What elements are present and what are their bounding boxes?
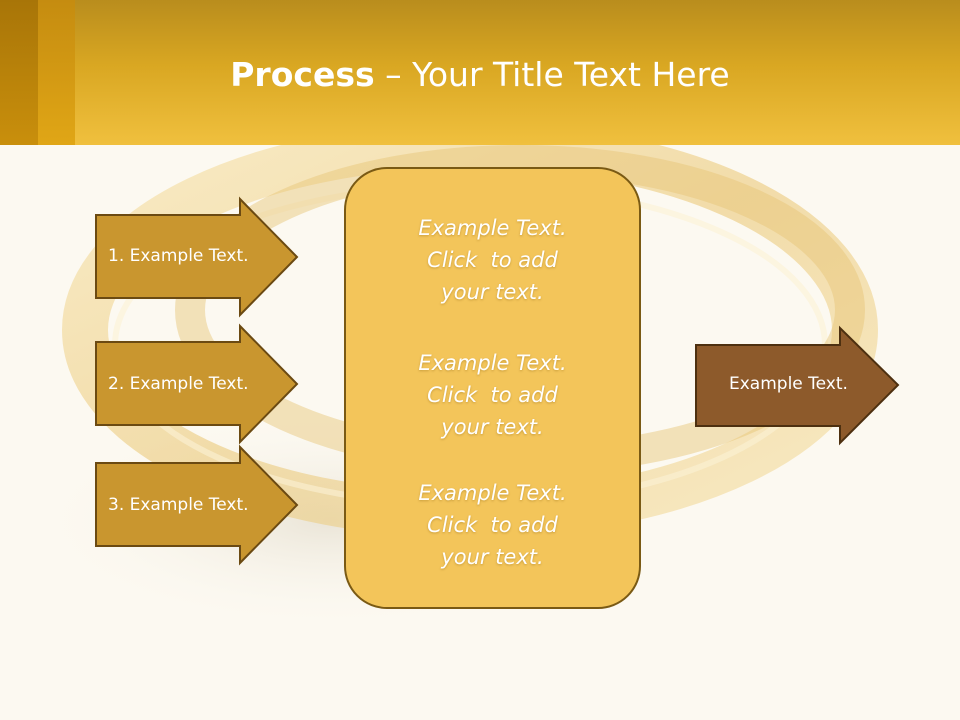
center-text-line: Click to add: [427, 513, 558, 537]
center-text-block-3: Example Text. Click to add your text.: [345, 477, 640, 573]
arrow-label-1: 1. Example Text.: [108, 246, 249, 266]
title-bold: Process: [230, 55, 375, 94]
center-box-shape[interactable]: [344, 167, 641, 609]
center-text-line: your text.: [441, 545, 544, 569]
center-text-line: your text.: [441, 415, 544, 439]
center-text-line: Click to add: [427, 383, 558, 407]
center-text-line: Example Text.: [418, 216, 567, 240]
title-bar: Process – Your Title Text Here: [0, 0, 960, 145]
center-text-line: Example Text.: [418, 351, 567, 375]
arrow-shape-1[interactable]: [95, 196, 299, 318]
slide-title[interactable]: Process – Your Title Text Here: [0, 50, 960, 100]
arrow-shape-2[interactable]: [95, 323, 299, 445]
arrow-shape-3[interactable]: [95, 444, 299, 566]
center-text-line: your text.: [441, 280, 544, 304]
center-text-line: Example Text.: [418, 481, 567, 505]
center-text-block-2: Example Text. Click to add your text.: [345, 347, 640, 443]
right-arrow-label: Example Text.: [729, 374, 848, 394]
arrow-label-2: 2. Example Text.: [108, 374, 249, 394]
header-accent-strip: [0, 0, 38, 145]
center-text-line: Click to add: [427, 248, 558, 272]
arrow-label-3: 3. Example Text.: [108, 495, 249, 515]
right-arrow-shape[interactable]: [695, 325, 900, 446]
header-accent-strip: [38, 0, 75, 145]
center-text-block-1: Example Text. Click to add your text.: [345, 212, 640, 308]
title-rest: – Your Title Text Here: [374, 55, 730, 94]
